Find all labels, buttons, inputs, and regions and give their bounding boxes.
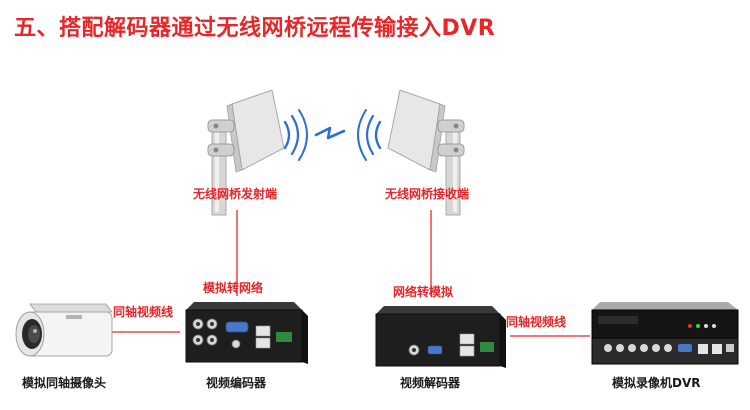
encoder-label: 视频编码器 [206, 374, 266, 391]
tx-bridge-label: 无线网桥发射端 [193, 185, 277, 202]
dvr-recorder-icon [592, 302, 738, 364]
decoder-label: 视频解码器 [400, 374, 460, 391]
rx-bridge-label: 无线网桥接收端 [385, 185, 469, 202]
wireless-signal-icon [285, 110, 380, 160]
video-encoder-icon [186, 302, 308, 364]
coax-cable-label-right: 同轴视频线 [506, 313, 566, 330]
video-decoder-icon [376, 306, 506, 368]
bullet-camera-icon [16, 304, 112, 356]
coax-cable-label-left: 同轴视频线 [113, 303, 173, 320]
camera-label: 模拟同轴摄像头 [22, 374, 106, 391]
analog-to-network-label: 模拟转网络 [203, 279, 263, 296]
dvr-label: 模拟录像机DVR [612, 374, 701, 391]
network-to-analog-label: 网络转模拟 [393, 283, 453, 300]
